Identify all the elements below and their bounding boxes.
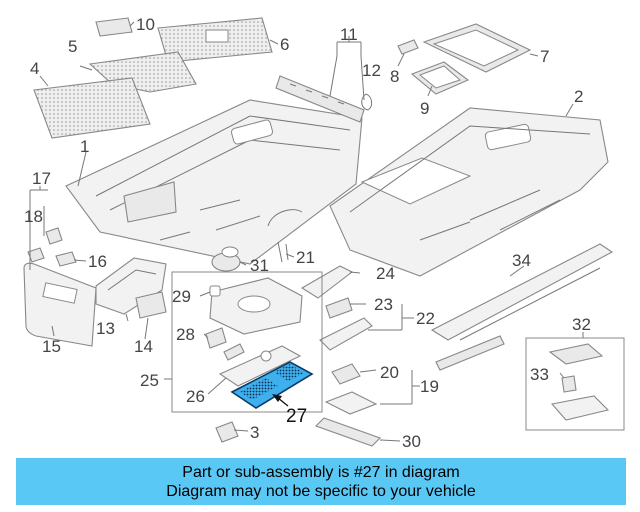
banner-line-1: Part or sub-assembly is #27 in diagram — [182, 463, 460, 481]
part-14-lamp — [135, 291, 167, 319]
part-19-lamp — [324, 391, 378, 415]
callout-32: 32 — [572, 315, 591, 334]
part-8-clip — [397, 39, 419, 55]
callout-19: 19 — [420, 377, 439, 396]
part-15-sunvisor — [23, 262, 97, 347]
part-1-headliner — [65, 99, 363, 265]
callout-5: 5 — [68, 37, 77, 56]
part-12-clip — [361, 93, 373, 111]
parts-diagram: 10 6 5 4 11 12 8 7 9 2 1 17 18 16 31 21 … — [23, 15, 625, 451]
callout-14: 14 — [134, 337, 153, 356]
part-22-handle — [319, 317, 373, 351]
callout-29: 29 — [172, 287, 191, 306]
callout-26: 26 — [186, 387, 205, 406]
part-13-console — [95, 257, 167, 315]
part-9-panel — [410, 61, 470, 95]
callout-12: 12 — [362, 61, 381, 80]
callout-2: 2 — [574, 87, 583, 106]
callout-28: 28 — [176, 325, 195, 344]
part-30-bracket — [314, 417, 382, 447]
part-32-group — [525, 337, 625, 431]
callout-16: 16 — [88, 252, 107, 271]
part-34-trim — [430, 243, 614, 371]
part-3-clip — [215, 421, 239, 443]
part-25-group — [171, 271, 323, 413]
callout-27: 27 — [286, 406, 307, 427]
part-27-highlighted — [230, 361, 314, 409]
callout-23: 23 — [374, 295, 393, 314]
info-banner: Part or sub-assembly is #27 in diagram D… — [16, 458, 626, 505]
part-16-hook — [55, 251, 77, 267]
part-11-strip — [275, 75, 365, 123]
callout-8: 8 — [390, 67, 399, 86]
callout-labels: 10 6 5 4 11 12 8 7 9 2 1 17 18 16 31 21 … — [24, 15, 591, 451]
banner-line-2: Diagram may not be specific to your vehi… — [166, 482, 476, 500]
part-2-headliner — [329, 107, 609, 277]
callout-33: 33 — [530, 365, 549, 384]
callout-25: 25 — [140, 371, 159, 390]
callout-30: 30 — [402, 432, 421, 451]
part-31-lamp — [211, 246, 241, 272]
part-6-pad — [157, 17, 273, 63]
part-21-bracket — [267, 209, 303, 263]
callout-15: 15 — [42, 337, 61, 356]
part-10-clip — [95, 17, 133, 37]
callout-11: 11 — [340, 25, 358, 44]
callout-20: 20 — [380, 363, 399, 382]
callout-9: 9 — [420, 99, 429, 118]
callout-1: 1 — [80, 137, 89, 156]
part-7-frame — [422, 23, 532, 73]
callout-13: 13 — [96, 319, 115, 338]
part-23-clip — [325, 297, 353, 319]
callout-18: 18 — [24, 207, 43, 226]
callout-7: 7 — [540, 47, 549, 66]
callout-4: 4 — [30, 59, 39, 78]
callout-3: 3 — [250, 423, 259, 442]
part-17-holder — [45, 227, 63, 245]
part-24-handle — [300, 265, 354, 299]
callout-31: 31 — [250, 256, 269, 275]
part-29-clip — [209, 285, 221, 297]
part-18-clip — [27, 247, 45, 263]
callout-21: 21 — [296, 248, 315, 267]
leader-lines — [29, 21, 584, 442]
callout-24: 24 — [376, 264, 395, 283]
part-20-lamp — [331, 363, 361, 385]
callout-10: 10 — [136, 15, 155, 34]
part-4-pad — [33, 77, 151, 139]
callout-17: 17 — [32, 169, 51, 188]
callout-34: 34 — [512, 251, 531, 270]
callout-22: 22 — [416, 309, 435, 328]
callout-6: 6 — [280, 35, 289, 54]
